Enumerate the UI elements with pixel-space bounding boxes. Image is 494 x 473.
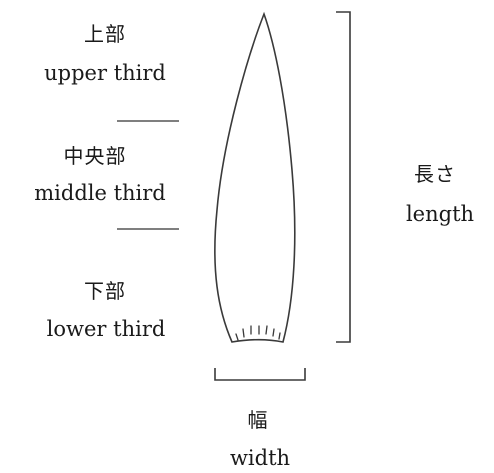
leaf-outline: [214, 11, 296, 343]
lower-third-label-ja: 下部: [84, 279, 126, 303]
width-label-ja: 幅: [247, 408, 269, 432]
middle-third-label-en: middle third: [34, 181, 166, 205]
lower-third-label-en: lower third: [46, 317, 166, 341]
length-bracket: [336, 11, 351, 343]
upper-third-label-ja: 上部: [84, 22, 126, 46]
base-hatch-marks: [235, 325, 281, 341]
length-label-en: length: [405, 202, 475, 226]
width-label-en: width: [229, 446, 291, 470]
length-label-ja: 長さ: [414, 162, 456, 186]
middle-third-label-ja: 中央部: [63, 144, 127, 168]
width-bracket: [214, 368, 306, 381]
upper-third-label-en: upper third: [44, 61, 166, 85]
